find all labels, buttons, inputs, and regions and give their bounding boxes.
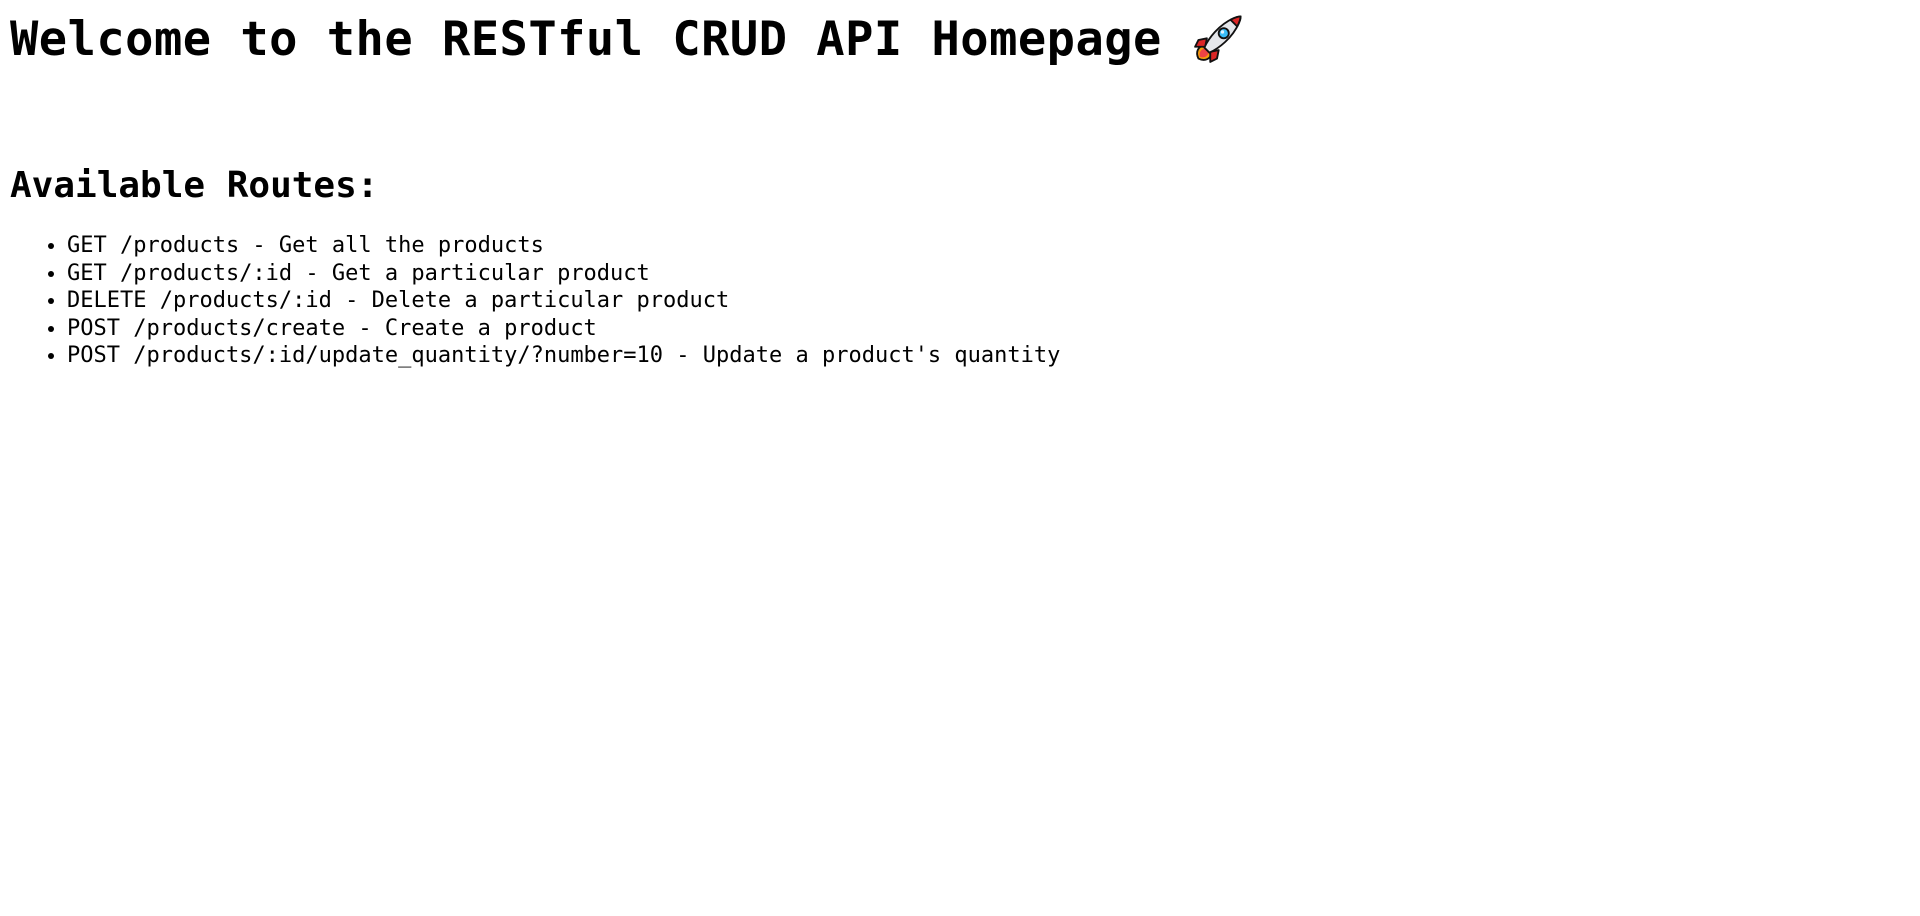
routes-list: GET /products - Get all the products GET…: [10, 232, 1910, 370]
rocket-icon: [1190, 13, 1244, 67]
route-item-update-quantity: POST /products/:id/update_quantity/?numb…: [67, 342, 1910, 370]
route-item-get-products: GET /products - Get all the products: [67, 232, 1910, 260]
route-item-get-product: GET /products/:id - Get a particular pro…: [67, 260, 1910, 288]
page-title-text: Welcome to the RESTful CRUD API Homepage: [10, 12, 1162, 67]
route-item-delete-product: DELETE /products/:id - Delete a particul…: [67, 287, 1910, 315]
routes-heading: Available Routes:: [10, 165, 379, 206]
page-title: Welcome to the RESTful CRUD API Homepage: [10, 0, 1910, 70]
route-item-create-product: POST /products/create - Create a product: [67, 315, 1910, 343]
